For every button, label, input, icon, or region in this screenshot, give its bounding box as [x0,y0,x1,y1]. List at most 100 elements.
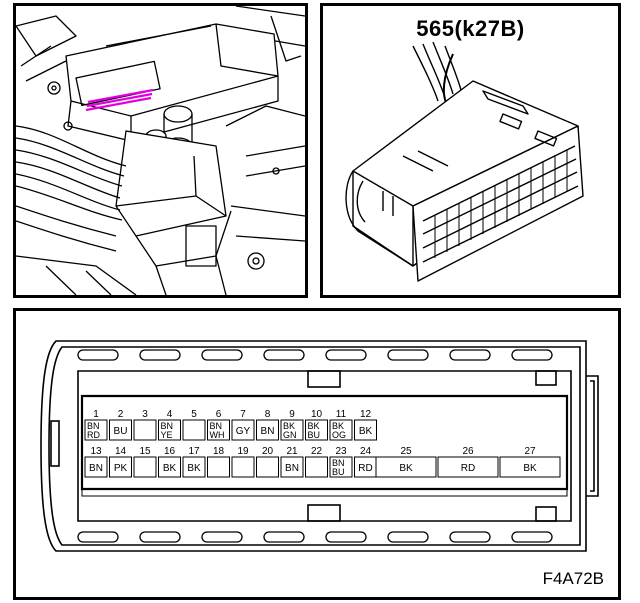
top-slots [77,349,553,361]
connector-drawing [345,41,584,282]
wire-color-secondary: BU [308,430,321,440]
pin-box [437,456,499,478]
pin-number: 16 [164,446,176,457]
bottom-key [307,504,341,522]
pin-box [499,456,561,478]
pin-number: 18 [213,446,225,457]
highlighted-connector [85,88,154,112]
pin-box [280,419,304,441]
wire-color-primary: BN [161,421,174,431]
pin-number: 6 [216,409,222,420]
pin-box [133,419,157,441]
pin-box [84,419,108,441]
wire-color: BK [359,426,373,437]
pin-number: 11 [336,409,347,420]
pin-cavity-15: 15 [133,446,157,478]
engine-bay-illustration [13,3,308,298]
pin-box [231,419,255,441]
pin-box [329,419,353,441]
pin-number: 3 [142,409,148,420]
wire-color: BN [89,463,103,474]
pin-cavity-7: 7GY [231,409,255,441]
connector-title: 565(k27B) [416,16,525,41]
pin-number: 22 [311,446,323,457]
pin-box [182,419,206,441]
pin-number: 20 [262,446,274,457]
wire-color-secondary: YE [161,430,173,440]
pin-box [231,456,255,478]
wire-color-primary: BN [332,458,345,468]
wire-color-secondary: WH [210,430,225,440]
pin-cavity-22: 22 [305,446,328,478]
pin-number: 12 [360,409,372,420]
pin-box [280,456,304,478]
wire-color: RD [461,463,475,474]
engine-bay-drawing [15,5,306,296]
pin-number: 14 [115,446,127,457]
pin-box [84,456,108,478]
wire-color: BK [163,463,177,474]
pin-cavity-2: 2BU [109,409,132,441]
figure-code: F4A72B [542,569,604,588]
pin-box [329,456,353,478]
pin-cavity-5: 5 [182,409,206,441]
wire-color-primary: BN [210,421,223,431]
pin-number: 23 [335,446,347,457]
pin-number: 17 [188,446,200,457]
connector-outline [40,340,587,552]
pin-box [158,419,181,441]
pin-number: 9 [289,409,295,420]
pin-number: 27 [524,446,536,457]
pin-box [133,456,157,478]
pin-number: 8 [265,409,271,420]
wire-color-secondary: GN [283,430,297,440]
pin-number: 26 [462,446,474,457]
pin-cavity-18: 18 [207,446,230,478]
wire-color-primary: BN [87,421,100,431]
pin-number: 25 [400,446,412,457]
pin-box [305,456,328,478]
left-notch [50,420,60,467]
wire-color: BK [187,463,201,474]
pin-box [109,456,132,478]
wire-color-secondary: BU [332,467,345,477]
wire-color: RD [358,463,372,474]
pin-number: 1 [93,409,99,420]
pin-box [305,419,328,441]
wire-color: BK [399,463,413,474]
pin-number: 19 [237,446,249,457]
wire-color: GY [236,426,251,437]
pin-number: 7 [240,409,246,420]
pin-box [354,419,377,441]
pin-box [182,456,206,478]
pin-number: 13 [90,446,102,457]
pin-cavity-8: 8BN [256,409,279,441]
pin-box [256,419,279,441]
wire-color: BU [114,426,128,437]
wire-color-primary: BK [283,421,295,431]
wire-color: BN [285,463,299,474]
wire-color-secondary: RD [87,430,100,440]
wire-color: BK [523,463,537,474]
pin-box [109,419,132,441]
right-latch [586,375,599,497]
pin-cavity-20: 20 [256,446,279,478]
wire-color-primary: BK [308,421,320,431]
pin-box [375,456,437,478]
